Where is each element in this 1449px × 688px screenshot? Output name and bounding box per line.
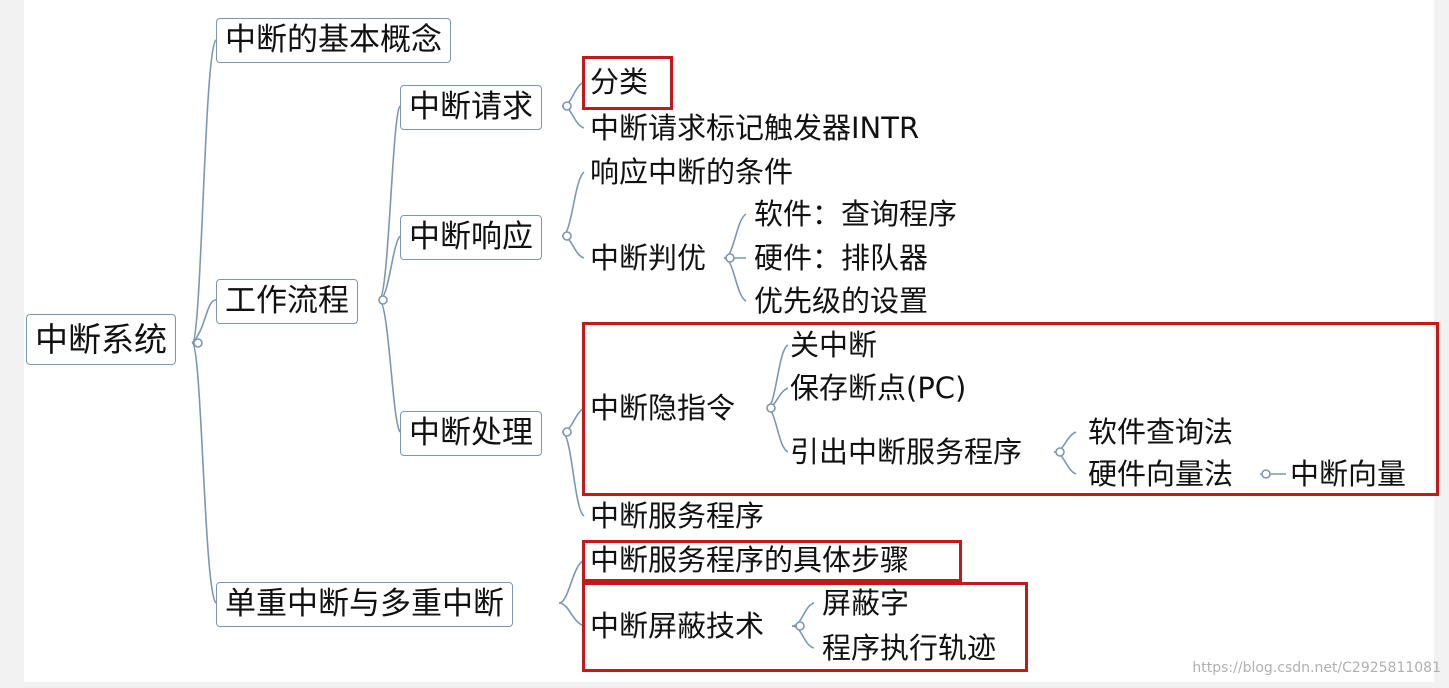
node-classification[interactable]: 分类 [590, 65, 649, 99]
node-intr-flipflop[interactable]: 中断请求标记触发器INTR [590, 111, 920, 145]
node-execution-trace[interactable]: 程序执行轨迹 [822, 631, 997, 665]
node-interrupt-request[interactable]: 中断请求 [400, 85, 542, 130]
node-hardware-vector-method[interactable]: 硬件向量法 [1088, 457, 1234, 491]
node-enter-isr[interactable]: 引出中断服务程序 [790, 435, 1023, 469]
node-software-polling[interactable]: 软件：查询程序 [754, 197, 958, 231]
node-basic-concepts[interactable]: 中断的基本概念 [216, 18, 451, 63]
node-workflow[interactable]: 工作流程 [216, 279, 358, 324]
node-interrupt-masking[interactable]: 中断屏蔽技术 [590, 609, 765, 643]
node-mask-word[interactable]: 屏蔽字 [822, 586, 910, 620]
node-priority-setting[interactable]: 优先级的设置 [754, 284, 929, 318]
node-interrupt-response[interactable]: 中断响应 [400, 215, 542, 260]
node-response-conditions[interactable]: 响应中断的条件 [590, 155, 794, 189]
node-interrupt-vector[interactable]: 中断向量 [1290, 457, 1407, 491]
node-priority-arbitration[interactable]: 中断判优 [590, 241, 707, 275]
node-interrupt-handling[interactable]: 中断处理 [400, 411, 542, 456]
node-disable-interrupt[interactable]: 关中断 [790, 328, 878, 362]
connector-lines [191, 39, 1286, 649]
node-isr-steps[interactable]: 中断服务程序的具体步骤 [590, 543, 910, 577]
node-interrupt-service-routine[interactable]: 中断服务程序 [590, 499, 765, 533]
node-single-multi-interrupt[interactable]: 单重中断与多重中断 [216, 582, 513, 627]
mindmap-canvas: 中断系统 中断的基本概念 工作流程 单重中断与多重中断 中断请求 中断响应 中断… [24, 0, 1439, 682]
root-node[interactable]: 中断系统 [26, 314, 176, 365]
node-implicit-instruction[interactable]: 中断隐指令 [590, 391, 736, 425]
highlight-box-isr-steps [582, 540, 962, 582]
highlight-box-classification [582, 56, 673, 110]
highlight-box-implicit-instruction [582, 322, 1439, 496]
watermark: https://blog.csdn.net/C2925811081 [1192, 660, 1441, 676]
node-software-query-method[interactable]: 软件查询法 [1088, 415, 1234, 449]
node-save-breakpoint[interactable]: 保存断点(PC) [790, 371, 967, 405]
node-hardware-queue[interactable]: 硬件：排队器 [754, 241, 929, 275]
highlight-box-masking [582, 582, 1028, 672]
